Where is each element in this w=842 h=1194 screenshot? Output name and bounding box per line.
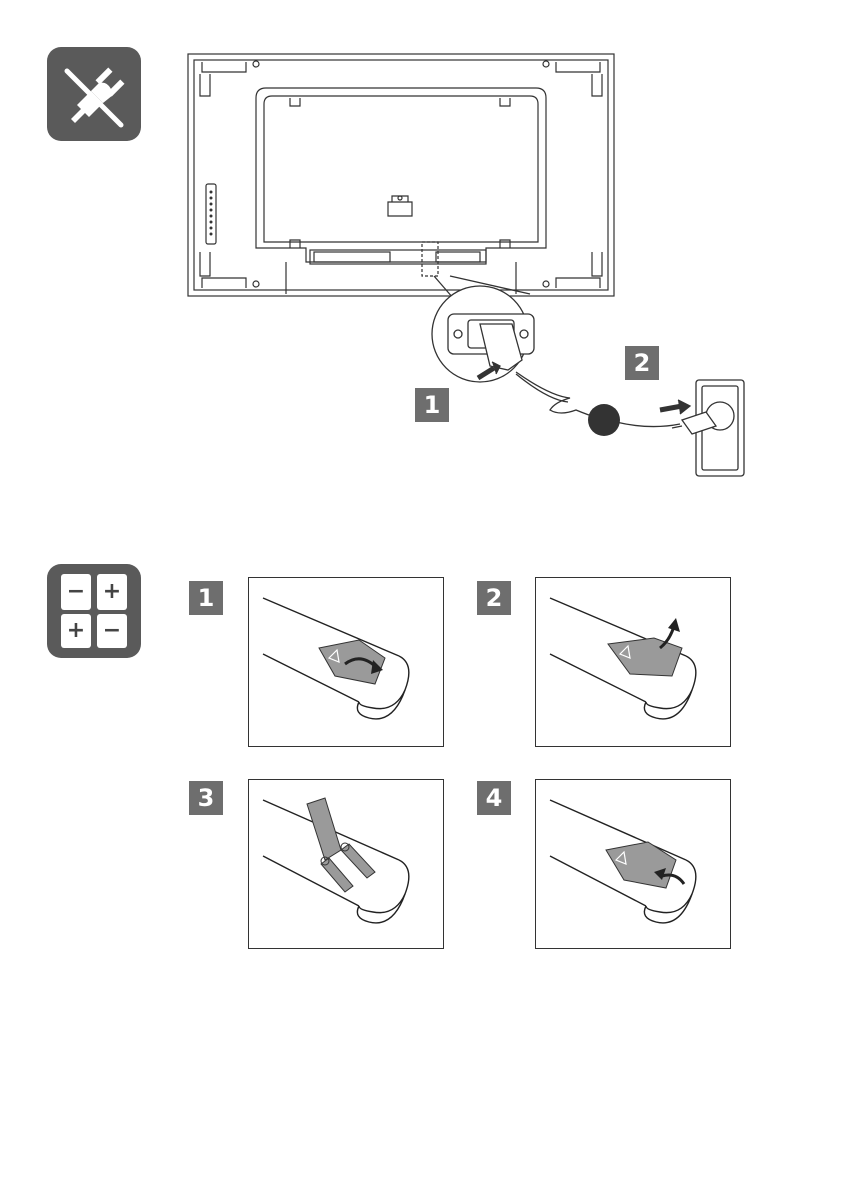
power-plug-icon <box>47 47 141 141</box>
remote-close-cover-illustration <box>536 780 730 948</box>
battery-step-badge-2: 2 <box>477 581 511 615</box>
battery-step-panel-3 <box>248 779 444 949</box>
power-step-badge-1: 1 <box>415 388 449 422</box>
battery-sign-top-left: − <box>61 574 91 610</box>
power-plug-icon-glyph <box>47 47 141 141</box>
power-step-badge-2: 2 <box>625 346 659 380</box>
battery-sign-bottom-right: − <box>97 614 127 648</box>
remote-open-cover-illustration <box>249 578 443 746</box>
battery-step-badge-1: 1 <box>189 581 223 615</box>
battery-step-badge-3: 3 <box>189 781 223 815</box>
battery-step-panel-2 <box>535 577 731 747</box>
battery-sign-top-right: + <box>97 574 127 610</box>
remote-lift-cover-illustration <box>536 578 730 746</box>
remote-insert-batteries-illustration <box>249 780 443 948</box>
battery-sign-bottom-left: + <box>61 614 91 648</box>
power-connection-illustration <box>420 270 750 485</box>
battery-icon: − + + − <box>47 564 141 658</box>
battery-step-panel-4 <box>535 779 731 949</box>
battery-step-panel-1 <box>248 577 444 747</box>
tv-back-illustration <box>186 52 616 300</box>
battery-step-badge-4: 4 <box>477 781 511 815</box>
